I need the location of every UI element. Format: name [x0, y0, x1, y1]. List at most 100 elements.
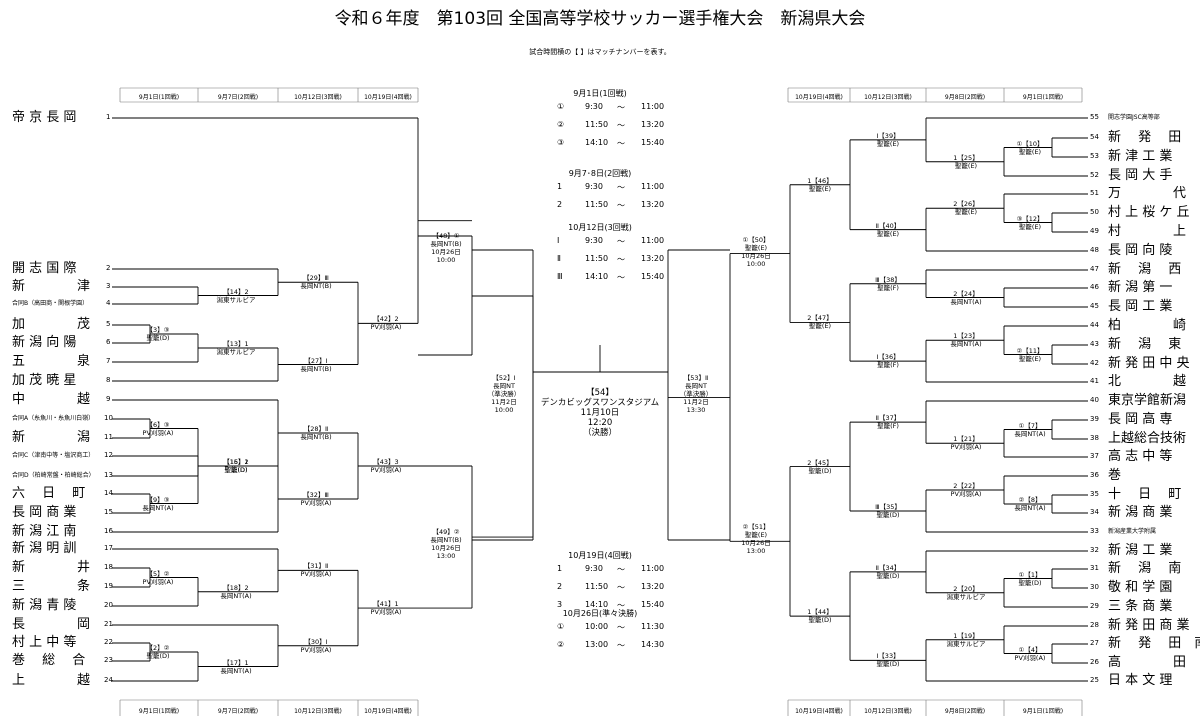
left-team-name: 六 日 町	[12, 486, 86, 501]
right-team-name: 長 岡 向 陵	[1108, 243, 1173, 258]
right-team-name: 巻	[1108, 468, 1122, 483]
right-team-number: 29	[1090, 602, 1099, 610]
schedule-cell: 14:30	[641, 640, 665, 649]
left-team-number: 16	[104, 527, 113, 535]
schedule-cell: 10:00	[585, 622, 609, 631]
match-label-m4: PV刈羽(A)	[1014, 653, 1046, 662]
right-team-name: 柏 崎	[1108, 318, 1187, 333]
right-team-number: 41	[1090, 377, 1099, 385]
schedule-heading: 10月26日(準々決勝)	[562, 609, 638, 618]
right-team-name: 村 上	[1108, 224, 1187, 239]
schedule-cell: ～	[617, 583, 625, 592]
match-label-m33: 聖籠(D)	[876, 660, 900, 669]
schedule-cell: ～	[617, 255, 625, 264]
schedule-cell: ②	[557, 120, 565, 129]
schedule-cell: 13:20	[641, 200, 665, 209]
match-label-m32: 【32】Ⅲ	[303, 491, 329, 499]
match-label-m50: 10:00	[746, 259, 766, 268]
left-team-number: 5	[106, 320, 111, 328]
schedule-cell: 9:30	[585, 236, 603, 245]
left-team-name: 新 潟	[12, 430, 91, 445]
round-header-bottom-right: 10月19日(4回戦)	[795, 708, 843, 715]
match-label-m2: 【2】②	[146, 644, 170, 652]
round-header-bottom-right: 9月1日(1回戦)	[1022, 708, 1064, 715]
right-team-number: 53	[1090, 152, 1099, 160]
schedule-cell: ～	[617, 623, 625, 632]
left-team-number: 21	[104, 620, 113, 628]
match-label-m44: 1【44】	[807, 608, 833, 617]
left-team-number: 10	[104, 414, 113, 422]
match-label-m49: 長岡NT(B)	[430, 536, 462, 544]
match-label-m51: 13:00	[746, 547, 766, 556]
schedule-cell: ～	[617, 139, 625, 148]
match-label-m10: 聖籠(E)	[1018, 147, 1042, 156]
final-label: デンカビッグスワンスタジアム	[540, 398, 660, 408]
left-team-name: 帝 京 長 岡	[12, 110, 77, 125]
schedule-cell: 14:10	[585, 138, 609, 147]
match-label-m46: 聖籠(E)	[808, 184, 832, 193]
schedule-cell: ③	[557, 138, 565, 147]
match-label-m52: 【52】Ⅰ	[492, 374, 516, 382]
right-team-number: 54	[1090, 133, 1099, 141]
match-label-m2: 聖籠(D)	[146, 652, 170, 660]
left-team-name: 新 潟 青 陵	[12, 598, 77, 613]
left-team-number: 22	[104, 638, 113, 646]
left-team-name: 新 潟 明 訓	[12, 541, 77, 556]
left-team-number: 4	[106, 299, 111, 307]
right-team-number: 28	[1090, 621, 1099, 629]
final-label: 11月10日	[580, 408, 620, 418]
match-label-m7: 長岡NT(A)	[1014, 429, 1046, 438]
schedule-cell: ～	[617, 565, 625, 574]
right-team-number: 55	[1090, 113, 1099, 121]
right-team-number: 40	[1090, 396, 1099, 404]
right-team-name: 北 越	[1108, 374, 1187, 389]
match-label-m1: 聖籠(D)	[1018, 578, 1042, 587]
match-label-m28: 【28】Ⅱ	[303, 425, 329, 433]
right-team-number: 48	[1090, 246, 1099, 254]
match-label-m37: 聖籠(F)	[877, 422, 899, 431]
match-label-m47: 聖籠(E)	[808, 322, 832, 331]
left-team-name: 長 岡 商 業	[12, 505, 77, 520]
schedule-cell: 9:30	[585, 102, 603, 111]
match-label-m17: 長岡NT(A)	[220, 666, 252, 675]
right-team-number: 37	[1090, 452, 1099, 460]
left-team-name: 合同C（津南中等・塩沢商工）	[12, 452, 95, 459]
left-team-number: 14	[104, 489, 113, 497]
match-label-m32: PV刈羽(A)	[300, 499, 332, 507]
match-label-m52: （準決勝）	[487, 390, 521, 398]
schedule-cell: 11:50	[585, 582, 609, 591]
match-label-m25: 1【25】	[953, 153, 979, 162]
right-team-name: 新 潟 商 業	[1108, 505, 1173, 520]
schedule-cell: ～	[617, 201, 625, 210]
match-label-m53: 13:30	[686, 406, 706, 414]
match-label-m34: Ⅱ【34】	[875, 563, 901, 572]
right-team-name: 新 潟 西	[1108, 262, 1182, 277]
schedule-cell: 13:20	[641, 120, 665, 129]
right-team-number: 38	[1090, 434, 1099, 442]
schedule-cell: Ⅰ	[557, 236, 560, 245]
right-team-number: 52	[1090, 171, 1099, 179]
match-label-m53: 長岡NT	[685, 382, 707, 390]
schedule-heading: 9月1日(1回戦)	[573, 89, 627, 98]
schedule-cell: 14:10	[585, 272, 609, 281]
match-label-m39: Ⅰ【39】	[876, 131, 900, 140]
left-team-number: 24	[104, 676, 113, 684]
right-team-name: 万 代	[1108, 186, 1187, 201]
match-label-m41: 【41】1	[373, 600, 399, 609]
schedule-cell: 11:50	[585, 120, 609, 129]
right-team-number: 44	[1090, 321, 1099, 329]
match-label-m53: （準決勝）	[679, 390, 713, 398]
right-team-number: 51	[1090, 189, 1099, 197]
left-team-name: 新 井	[12, 560, 91, 575]
match-label-m19: 1【19】	[953, 631, 979, 640]
match-label-m15: 聖籠(D)	[224, 466, 248, 474]
match-label-m51: 聖籠(E)	[744, 531, 768, 540]
left-team-number: 8	[106, 376, 111, 384]
schedule-cell: 3	[557, 600, 563, 609]
schedule-cell: 11:50	[585, 254, 609, 263]
schedule-cell: 2	[557, 200, 563, 209]
match-label-m40: 聖籠(E)	[876, 229, 900, 238]
match-label-m22: 2【22】	[953, 482, 979, 490]
match-label-m49: 13:00	[436, 552, 456, 560]
